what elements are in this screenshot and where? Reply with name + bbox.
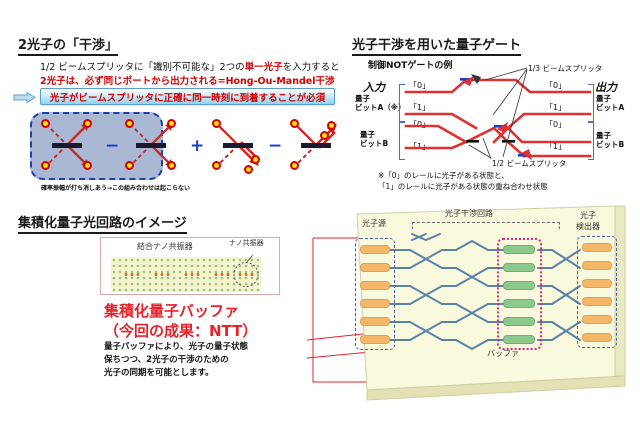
photon-detector-block <box>582 261 612 270</box>
hom-requirement-text: 光子がビームスプリッタに正確に同一時刻に到着することが必須 <box>49 92 326 104</box>
nano-single-label: ナノ共振器 <box>229 239 264 247</box>
photon-dot <box>83 119 92 128</box>
photon-detector-block <box>582 279 612 288</box>
gate-bs-third-leaders <box>455 60 540 165</box>
photon-detector-block <box>582 243 612 252</box>
quantum-buffer-block <box>503 335 535 344</box>
hom-operator-minus-1: − <box>105 136 120 156</box>
photon-dot <box>251 155 260 164</box>
chip-source-label: 光子源 <box>362 219 386 228</box>
gate-footnote-line-2: 「1」のレールに光子がある状態の重ね合わせ状態 <box>378 182 548 191</box>
photon-dot <box>41 119 50 128</box>
gate-rail-label: 「0」 <box>545 120 567 129</box>
gate-rail-label: 「0」 <box>409 81 431 90</box>
gate-rail-label: 「1」 <box>409 142 431 151</box>
hom-line-1-a: 1/2 ビームスプリッタに「識別不可能な」2つの <box>40 62 245 73</box>
photonic-chip-illustration <box>343 200 638 405</box>
result-desc-3: 光子の同期を可能とします。 <box>104 368 214 378</box>
quantum-buffer-group-outline <box>497 238 542 350</box>
gate-rail-label: 「0」 <box>545 81 567 90</box>
photon-dot <box>212 119 221 128</box>
photon-dot <box>125 161 134 170</box>
chip-interference-label: 光子干渉回路 <box>445 209 493 218</box>
photon-dot <box>320 131 329 140</box>
gate-rail-label: 「0」 <box>409 120 431 129</box>
chip-detector-label-2: 検出器 <box>576 222 600 231</box>
hom-line-1: 1/2 ビームスプリッタに「識別不可能な」2つの単一光子を入力すると <box>40 59 340 73</box>
gate-bs-third-label: 1/3 ビームスプリッタ <box>528 64 603 73</box>
photon-dot <box>244 165 253 174</box>
photon-dot <box>290 161 299 170</box>
hom-line-2: 2光子は、必ず同じポートから出力される=Hong-Ou-Mandel干渉 <box>40 76 335 87</box>
quantum-buffer-block <box>503 281 535 290</box>
gate-rail-label: 「1」 <box>409 103 431 112</box>
gate-rail-label: 「1」 <box>545 103 567 112</box>
chip-interference-span-bracket <box>412 222 560 229</box>
hom-line-1-em: 単一光子 <box>244 62 283 73</box>
gate-subtitle: 制御NOTゲートの例 <box>368 61 453 71</box>
result-headline-1: 集積化量子バッファ <box>104 302 240 320</box>
result-desc-2: 保ちつつ、2光子の干渉のための <box>104 355 229 365</box>
gate-output-label: 出力 <box>595 81 617 94</box>
gate-section-title: 光子干渉を用いた量子ゲート <box>352 34 522 56</box>
photon-dot <box>125 119 134 128</box>
hom-section-title: 2光子の「干渉」 <box>18 34 119 56</box>
photon-source-block <box>360 245 390 254</box>
chip-buffer-label: バッファ <box>487 349 519 358</box>
photon-dot <box>83 161 92 170</box>
gate-qubit-a-out-label: 量子ビットA <box>596 94 625 113</box>
photon-dot <box>167 119 176 128</box>
gate-bs-half-label: 1/2 ビームスプリッタ <box>492 159 567 168</box>
gate-rail-label: 「1」 <box>545 142 567 151</box>
gate-bracket-b-out <box>588 122 594 160</box>
gate-qubit-b-in-label: 量子ビットB <box>360 130 389 149</box>
photon-source-block <box>360 299 390 308</box>
gate-footnote-line-1: ※「0」のレールに光子がある状態と、 <box>378 171 509 180</box>
photon-dot <box>167 161 176 170</box>
photon-dot <box>327 121 336 130</box>
quantum-buffer-block <box>503 245 535 254</box>
nano-coupled-label: 結合ナノ共振器 <box>137 242 193 251</box>
arrow-right-icon <box>13 91 36 104</box>
photon-source-block <box>360 335 390 344</box>
photon-source-block <box>360 281 390 290</box>
chip-section-title: 集積化量子光回路のイメージ <box>18 212 187 234</box>
hom-requirement-banner: 光子がビームスプリッタに正確に同一時刻に到着することが必須 <box>40 88 335 105</box>
chip-detector-label-1: 光子 <box>580 211 596 220</box>
gate-bracket-b-in <box>399 122 405 160</box>
result-headline-2: （今回の成果：NTT） <box>104 322 258 340</box>
gate-qubit-a-in-label: 量子ビットA（※） <box>355 94 406 113</box>
gate-rail-network <box>404 76 594 166</box>
gate-bracket-a-in <box>399 84 405 122</box>
photon-dot <box>290 119 299 128</box>
photon-detector-block <box>582 297 612 306</box>
gate-bs-half-leaders <box>455 125 515 165</box>
chip-waveguide-network <box>352 226 612 356</box>
gate-bracket-a-out <box>588 84 594 122</box>
gate-input-label: 入力 <box>363 81 385 94</box>
result-desc-1: 量子バッファにより、光子の量子状態 <box>104 342 248 352</box>
quantum-buffer-block <box>503 299 535 308</box>
hom-caption: 確率振幅が打ち消しあう→この組み合わせは起こらない <box>41 185 191 192</box>
photon-dot <box>41 161 50 170</box>
gate-qubit-b-out-label: 量子ビットB <box>596 131 625 150</box>
nano-cavity-card: 結合ナノ共振器 ナノ共振器 <box>100 237 280 295</box>
hom-line-1-b: を入力すると <box>282 62 340 73</box>
photon-dot <box>212 161 221 170</box>
photonic-crystal-lattice <box>111 254 261 292</box>
photon-source-group-outline <box>355 238 395 350</box>
quantum-buffer-block <box>503 317 535 326</box>
photon-source-block <box>360 263 390 272</box>
photon-source-block <box>360 317 390 326</box>
photon-detector-block <box>582 333 612 342</box>
quantum-buffer-block <box>503 263 535 272</box>
hom-operator-plus: + <box>190 136 205 156</box>
hom-operator-minus-2: − <box>268 136 283 156</box>
photon-detector-block <box>582 315 612 324</box>
photon-detector-group-outline <box>577 236 617 348</box>
